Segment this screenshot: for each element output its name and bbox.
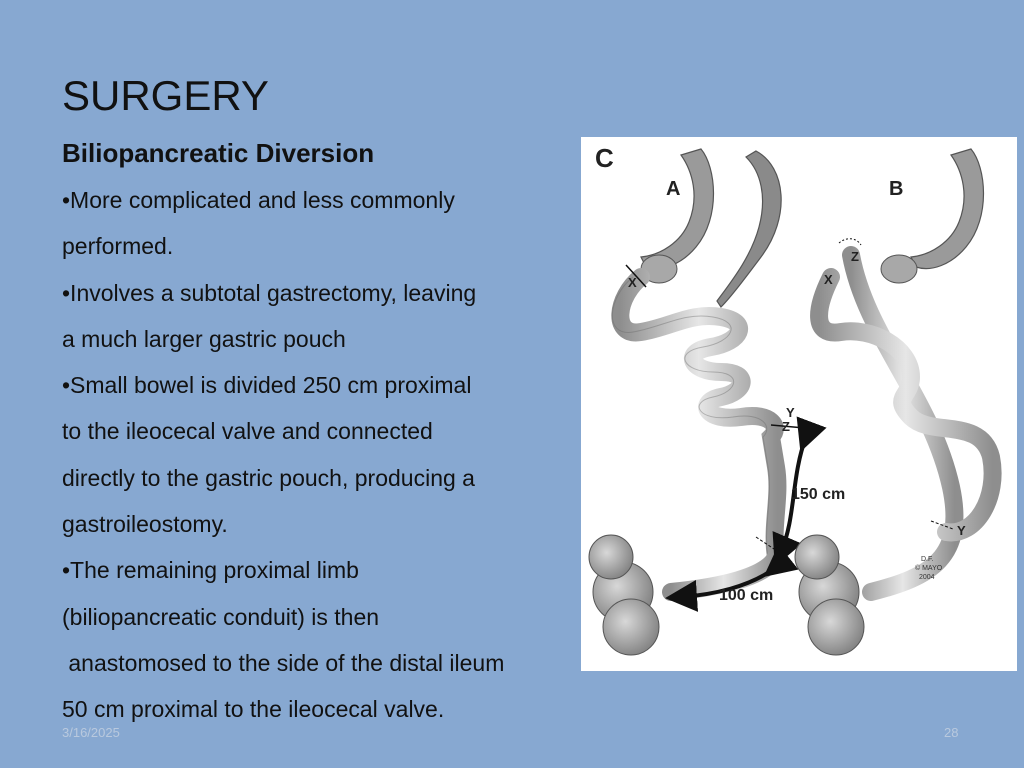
marker-y-b: Y (957, 523, 966, 538)
arrow-100 (665, 544, 799, 612)
body-line: directly to the gastric pouch, producing… (62, 464, 475, 491)
body-line: to the ileocecal valve and connected (62, 418, 433, 445)
body-line: gastroileostomy. (62, 511, 228, 538)
biliopancreatic-limb-b (810, 268, 1002, 542)
measure-100-label: 100 cm (719, 587, 773, 604)
credit-line-2: © MAYO (915, 564, 943, 572)
slide-date: 3/16/2025 (62, 725, 120, 740)
slide-page-number: 28 (944, 725, 959, 740)
panel-b-drawing (794, 148, 1002, 656)
credit-line-3: 2004 (919, 574, 935, 581)
label-a: A (666, 178, 680, 200)
panel-label-c: C (595, 143, 614, 173)
credit-line-1: D.F. (921, 556, 934, 563)
body-line: 50 cm proximal to the ileocecal valve. (62, 696, 445, 723)
pylorus-b (880, 254, 918, 284)
body-line: a much larger gastric pouch (62, 325, 346, 352)
label-b: B (889, 178, 903, 200)
arrow-150 (772, 416, 827, 567)
slide-title: SURGERY (62, 72, 269, 119)
surgery-illustration: C A B X Y Z Z X Y 150 cm 100 cm D.F. © M… (581, 137, 1017, 671)
body-line: anastomosed to the side of the distal il… (62, 649, 505, 676)
body-line: •Small bowel is divided 250 cm proximal (62, 372, 472, 399)
marker-z-b: Z (851, 249, 859, 264)
body-line: •The remaining proximal limb (62, 557, 359, 584)
body-line: •More complicated and less commonly (62, 187, 455, 213)
measure-150-label: 150 cm (791, 486, 845, 503)
marker-z-a: Z (782, 419, 790, 434)
alimentary-limb-b (842, 246, 964, 601)
body-line: (biliopancreatic conduit) is then (62, 603, 380, 630)
stomach-pouch-a (640, 148, 714, 270)
body-line: performed. (62, 233, 174, 260)
slide-subtitle: Biliopancreatic Diversion (62, 138, 375, 168)
body-line: •Involves a subtotal gastrectomy, leavin… (62, 279, 477, 306)
stomach-pouch-b (910, 148, 984, 270)
marker-x-a: X (628, 275, 637, 290)
marker-x-b: X (824, 272, 833, 287)
panel-a-drawing (588, 148, 827, 656)
body-text: •More complicated and less commonly perf… (62, 177, 572, 733)
marker-y-a: Y (786, 405, 795, 420)
excised-stomach-a (716, 150, 782, 308)
